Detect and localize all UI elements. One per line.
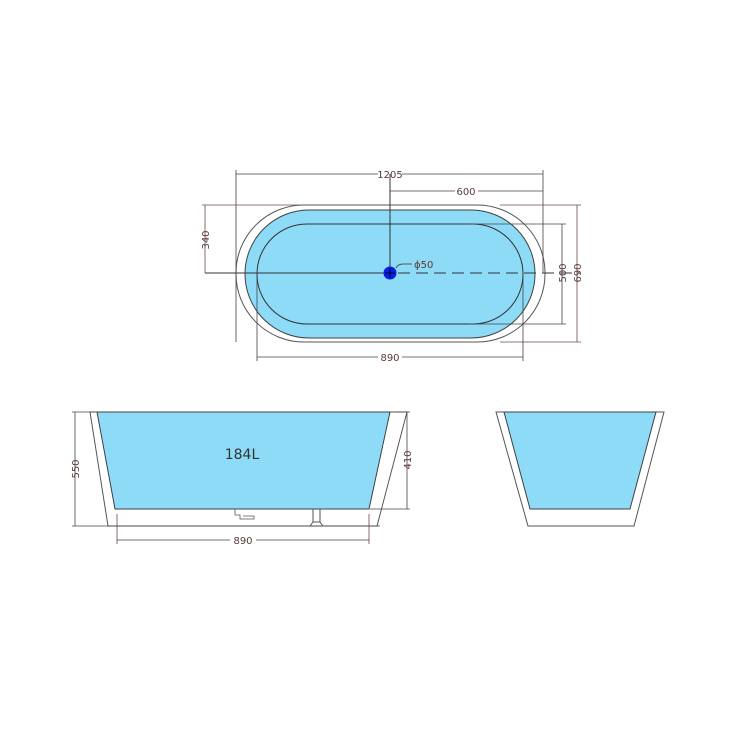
drain-diameter-label: ϕ50 — [414, 260, 433, 271]
drain-fitting — [234, 509, 255, 520]
dim-inner-depth: 410 — [403, 450, 414, 469]
dim-overall-width: 690 — [573, 263, 584, 282]
dim-center-to-end: 600 — [456, 187, 475, 198]
end-water-area — [503, 411, 657, 510]
dim-inner-length-top: 890 — [380, 353, 399, 364]
side-view: 184L 550 410 890 — [71, 411, 414, 547]
dim-center-offset: 340 — [201, 230, 212, 249]
side-water-area — [96, 411, 391, 510]
dim-inner-length-side: 890 — [233, 536, 252, 547]
tub-foot — [309, 509, 324, 527]
dim-inner-width: 500 — [558, 263, 569, 282]
end-view — [495, 411, 665, 527]
top-view: ϕ50 1205 600 340 500 690 890 — [201, 170, 584, 364]
dim-overall-length: 1205 — [377, 170, 402, 181]
capacity-label: 184L — [225, 447, 260, 463]
dim-overall-height: 550 — [71, 459, 82, 478]
